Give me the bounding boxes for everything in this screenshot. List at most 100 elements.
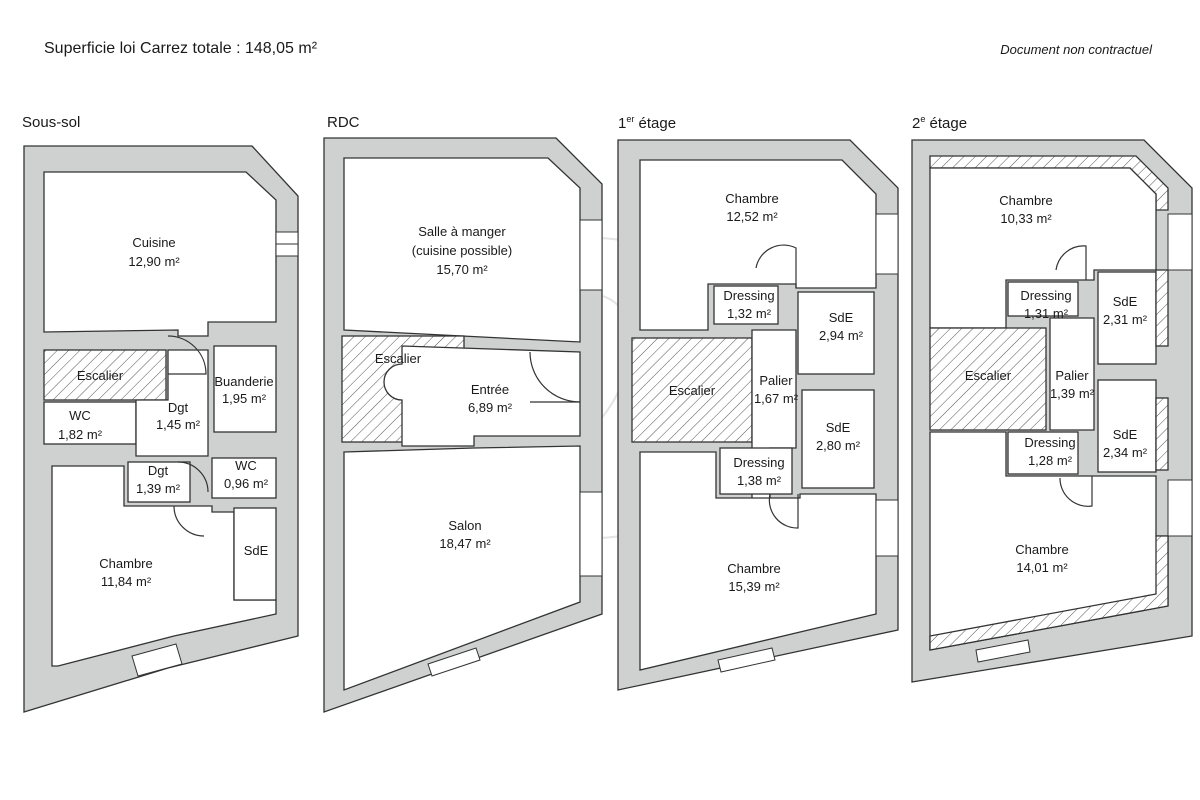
window: [579, 491, 603, 577]
room-palier: [1049, 317, 1095, 431]
room-sde-1: [1097, 271, 1157, 365]
label-entree: Entrée: [471, 382, 509, 397]
level-label-etage-2: 2e étage: [912, 114, 968, 132]
area-dgt: 1,45 m²: [156, 417, 201, 432]
room-sde-2: [801, 389, 875, 489]
window: [131, 643, 183, 677]
room-wc-2: [211, 457, 277, 499]
area-sde: 2,94 m²: [819, 328, 864, 343]
room-entree: [383, 345, 581, 447]
room-escalier: [43, 349, 167, 401]
area-dgt: 1,39 m²: [136, 481, 181, 496]
room-labels: Cuisine 12,90 m² Escalier Buanderie 1,95…: [58, 191, 1148, 594]
room-dressing-2: [1007, 431, 1079, 475]
label-buanderie: Buanderie: [214, 374, 273, 389]
window: [975, 639, 1031, 663]
area-chambre: 10,33 m²: [1000, 211, 1052, 226]
label-dgt: Dgt: [168, 400, 189, 415]
area-salle-a-manger: 15,70 m²: [436, 262, 488, 277]
label-dressing: Dressing: [723, 288, 774, 303]
label-chambre: Chambre: [725, 191, 778, 206]
door-swing: [768, 493, 799, 529]
room-chambre-2: [639, 451, 877, 671]
label-chambre: Chambre: [99, 556, 152, 571]
label-escalier: Escalier: [669, 383, 716, 398]
room-buanderie: [213, 345, 277, 433]
label-chambre: Chambre: [1015, 542, 1068, 557]
window: [875, 499, 899, 557]
label-dgt: Dgt: [148, 463, 169, 478]
label-dressing: Dressing: [1020, 288, 1071, 303]
area-dressing: 1,31 m²: [1024, 306, 1069, 321]
window: [875, 213, 899, 275]
label-escalier: Escalier: [77, 368, 124, 383]
area-wc: 1,82 m²: [58, 427, 103, 442]
room-degagement-2: [127, 461, 191, 503]
sloped-ceiling-bottom: [929, 535, 1169, 651]
plan-etage-2: [911, 139, 1193, 683]
label-wc: WC: [69, 408, 91, 423]
room-dressing-1: [1007, 281, 1079, 317]
label-dressing: Dressing: [733, 455, 784, 470]
area-sde: 2,34 m²: [1103, 445, 1148, 460]
door-swing: [167, 335, 207, 375]
area-sde: 2,31 m²: [1103, 312, 1148, 327]
plan-sous-sol: [23, 145, 299, 713]
area-dressing: 1,38 m²: [737, 473, 782, 488]
plan-etage-1: [617, 139, 899, 691]
door-swing: [173, 505, 205, 537]
room-dressing-1: [713, 285, 779, 325]
area-sde: 2,80 m²: [816, 438, 861, 453]
area-buanderie: 1,95 m²: [222, 391, 267, 406]
label-escalier: Escalier: [375, 351, 422, 366]
area-entree: 6,89 m²: [468, 400, 513, 415]
label-sde: SdE: [1113, 294, 1138, 309]
door-swing: [755, 244, 797, 288]
label-cuisine: Cuisine: [132, 235, 175, 250]
area-wc: 0,96 m²: [224, 476, 269, 491]
room-sde: [233, 507, 277, 601]
room-wc-1: [43, 401, 137, 445]
label-palier: Palier: [759, 373, 793, 388]
room-sde-1: [797, 291, 875, 375]
door-swing: [1055, 245, 1087, 280]
room-dressing-2: [719, 447, 793, 495]
window: [427, 647, 481, 677]
window: [1167, 479, 1193, 537]
area-palier: 1,39 m²: [1050, 386, 1095, 401]
label-cuisine-possible: (cuisine possible): [412, 243, 512, 258]
area-chambre: 15,39 m²: [728, 579, 780, 594]
area-chambre: 11,84 m²: [101, 574, 152, 589]
door-swing: [177, 461, 209, 493]
area-dressing: 1,28 m²: [1028, 453, 1073, 468]
room-degagement-1: [135, 349, 209, 457]
area-cuisine: 12,90 m²: [128, 254, 180, 269]
label-sde: SdE: [826, 420, 851, 435]
room-cuisine: [43, 171, 277, 337]
disclaimer: Document non contractuel: [1000, 42, 1152, 57]
window: [1167, 213, 1193, 271]
door-swing: [529, 351, 581, 403]
area-palier: 1,67 m²: [754, 391, 799, 406]
label-salle-a-manger: Salle à manger: [418, 224, 506, 239]
room-sde-2: [1097, 379, 1157, 473]
area-chambre: 12,52 m²: [726, 209, 778, 224]
label-chambre: Chambre: [727, 561, 780, 576]
area-chambre: 14,01 m²: [1016, 560, 1068, 575]
total-area-title: Superficie loi Carrez totale : 148,05 m²: [44, 40, 318, 57]
room-escalier: [631, 337, 753, 443]
area-dressing: 1,32 m²: [727, 306, 772, 321]
sloped-wall: [1155, 397, 1169, 471]
level-label-etage-1: 1er étage: [618, 114, 677, 132]
plan-rdc: [323, 137, 603, 713]
label-salon: Salon: [448, 518, 481, 533]
level-label-rdc: RDC: [327, 114, 360, 131]
label-escalier: Escalier: [965, 368, 1012, 383]
area-salon: 18,47 m²: [439, 536, 491, 551]
sloped-wall: [1155, 269, 1169, 347]
label-wc: WC: [235, 458, 257, 473]
label-sde: SdE: [244, 543, 269, 558]
door-swing: [1059, 476, 1093, 507]
label-sde: SdE: [829, 310, 854, 325]
